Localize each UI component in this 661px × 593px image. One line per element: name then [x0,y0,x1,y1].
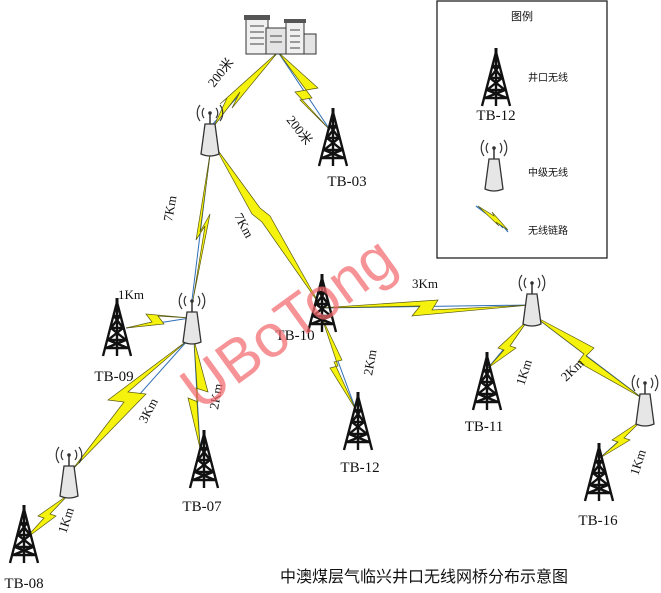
links [23,51,643,541]
tower-label-tb09: TB-09 [94,369,133,385]
distance-relay1-relay2: 7Km [160,194,179,222]
distance-relay2-tb09: 1Km [118,287,144,302]
distance-tb10-tb12: 2Km [360,348,379,376]
legend-title: 图例 [511,9,533,23]
link-relay1-relay2 [191,144,212,301]
tower-label-tb03: TB-03 [327,174,366,190]
tower-label-tb08: TB-08 [4,576,43,592]
tower-tb12-icon [342,390,374,452]
tower-tb07-icon [188,428,220,490]
tower-label-tb07: TB-07 [182,499,222,515]
distance-relay2-tb07: 2Km [206,382,225,410]
legend: 图例 TB-12 井口无线 中级无线 无线链路 [436,0,608,259]
legend-relay-desc: 中级无线 [528,166,568,179]
tower-label-tb12: TB-12 [340,460,379,476]
link-relay2-relay3 [71,339,189,471]
relay-station-2-icon [178,292,206,345]
tower-tb03-icon [317,106,349,168]
relay-station-1-icon [196,104,224,157]
tower-tb08-icon [8,503,40,565]
link-relay4-relay5 [533,315,643,399]
distance-hq-relay1: 200米 [205,55,237,90]
relay-station-5-icon [631,374,659,427]
distance-tb10-relay4: 3Km [412,276,438,291]
headquarters-building-icon [244,15,317,55]
relay-station-3-icon [55,446,83,499]
legend-link-desc: 无线链路 [528,224,568,237]
link-hq-tb03 [277,51,331,131]
diagram-caption: 中澳煤层气临兴井口无线网桥分布示意图 [280,567,568,586]
relay-station-4-icon [518,274,546,327]
tower-tb09-icon [101,296,133,358]
tower-label-tb11: TB-11 [465,419,504,435]
tower-label-tb16: TB-16 [578,513,618,529]
legend-tower-desc: 井口无线 [528,71,568,84]
tower-label-tb10: TB-10 [275,328,314,344]
distance-hq-tb03: 200米 [284,113,316,148]
distance-relay5-tb16: 1Km [627,448,649,477]
distance-relay3-tb08: 1Km [55,506,77,535]
legend-tower-label: TB-12 [476,108,515,124]
link-relay2-tb09 [125,313,191,329]
distance-relay4-tb11: 1Km [513,358,535,387]
